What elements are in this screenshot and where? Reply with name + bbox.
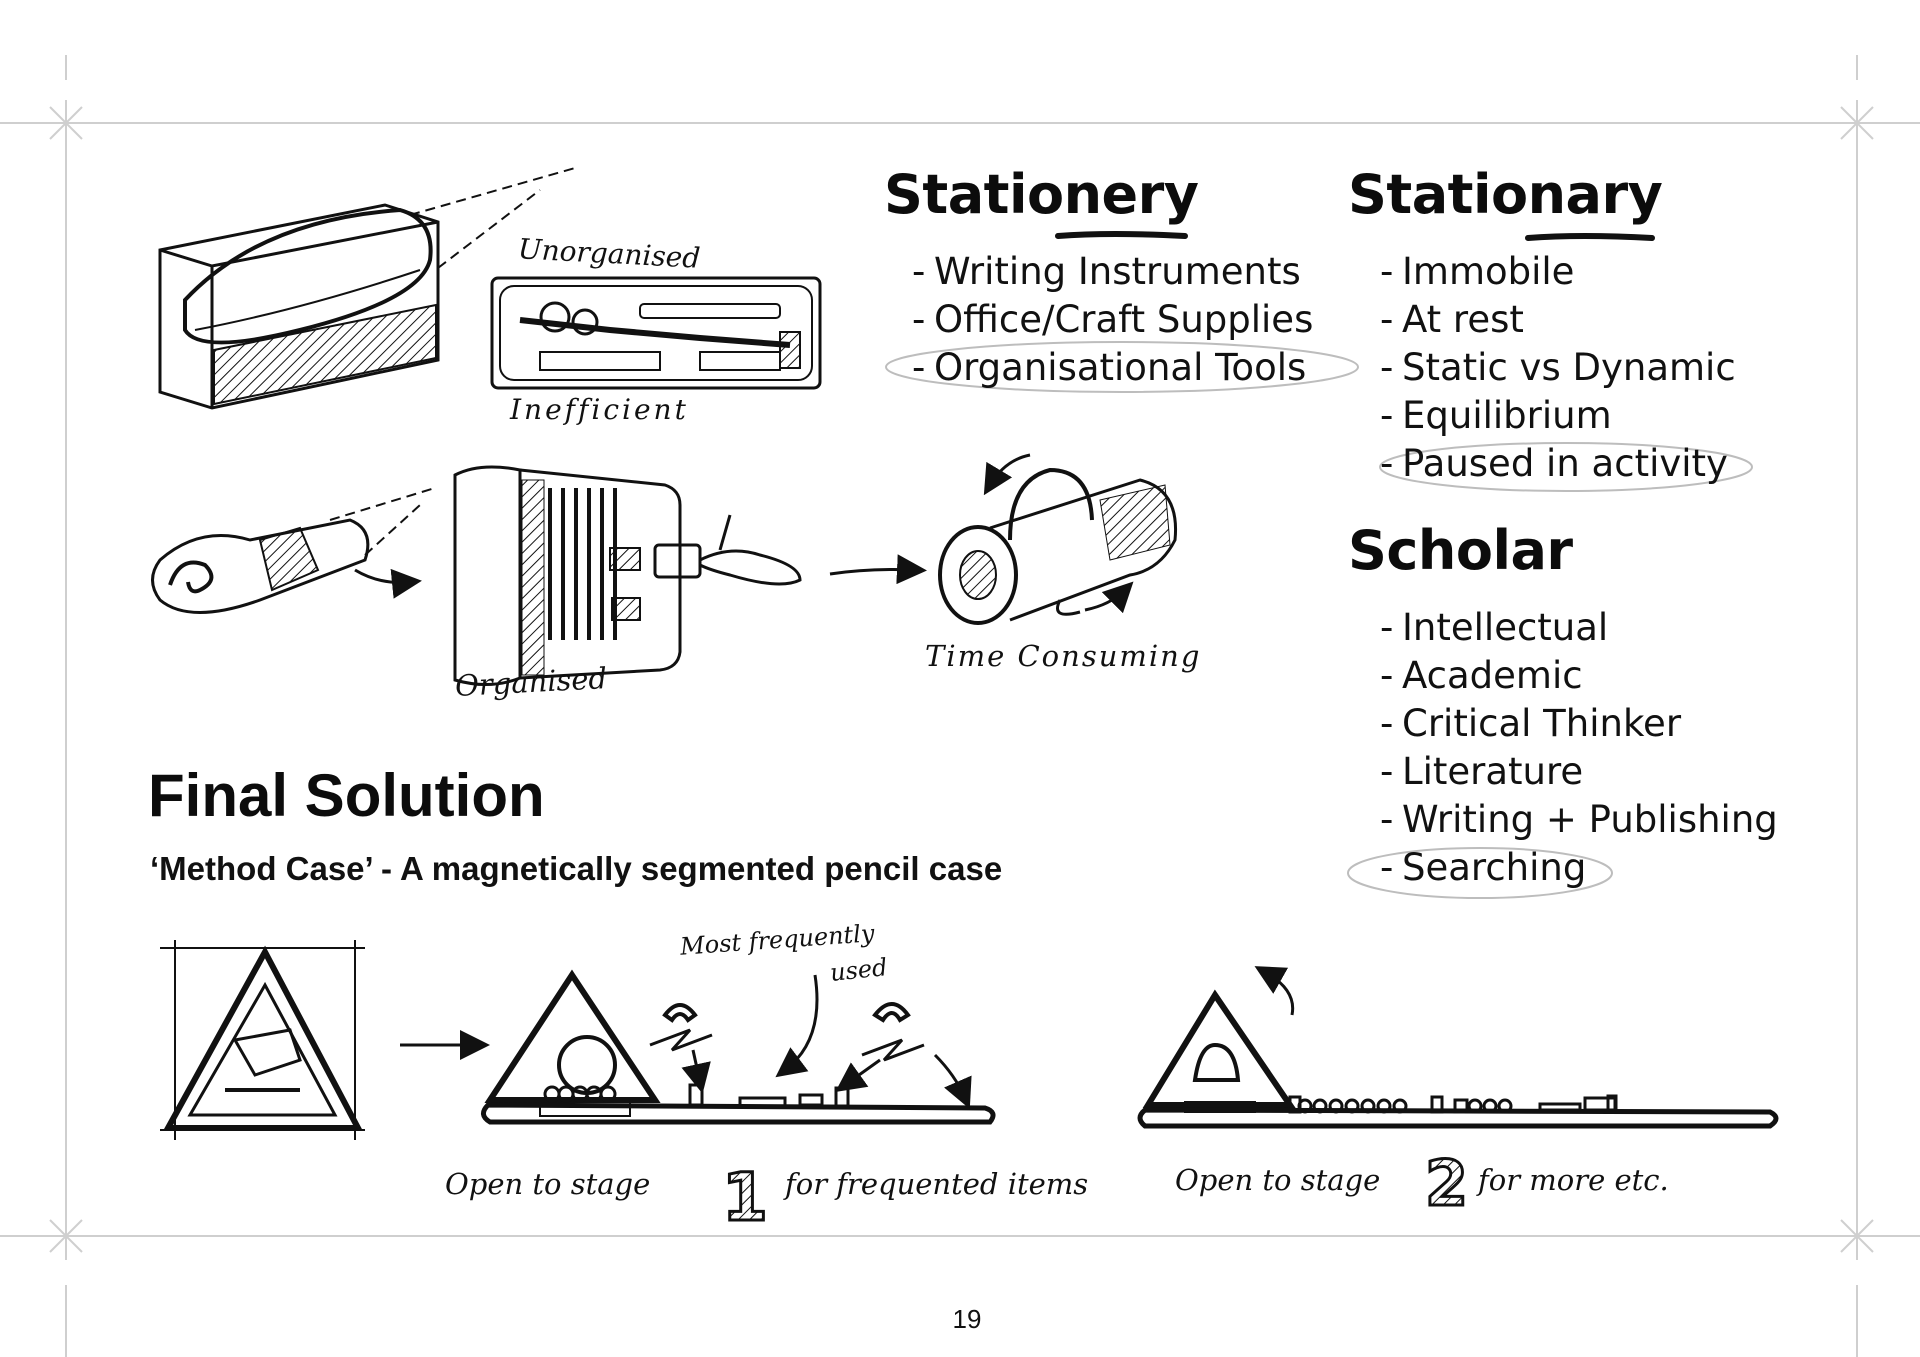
label-inefficient: Inefficient — [510, 393, 689, 426]
item-drop-arrow-1 — [681, 1049, 711, 1094]
list-item: -Searching — [1380, 846, 1587, 889]
list-item: -Writing Instruments — [912, 250, 1301, 293]
stationery-underline — [1055, 231, 1188, 239]
highlight-paused-in-activity — [1379, 442, 1753, 492]
registration-mark-top-left — [49, 106, 83, 140]
label-stage-2-suffix: for more etc. — [1478, 1163, 1669, 1197]
list-item: -Critical Thinker — [1380, 702, 1682, 745]
stationery-heading: Stationery — [884, 163, 1199, 226]
highlight-searching — [1347, 847, 1613, 899]
unorganised-tray-sketch — [490, 276, 822, 390]
list-item: -Office/Craft Supplies — [912, 298, 1314, 341]
scholar-list: -Intellectual -Academic -Critical Thinke… — [1380, 604, 1778, 892]
label-stage-2-prefix: Open to stage — [1175, 1163, 1381, 1197]
final-solution-title: Final Solution — [148, 762, 545, 829]
highlight-organisational-tools — [885, 341, 1359, 393]
arrow-to-cylinder — [829, 554, 927, 585]
stationary-heading: Stationary — [1348, 163, 1663, 226]
registration-mark-bottom-left — [49, 1219, 83, 1253]
registration-mark-top-right — [1840, 106, 1874, 140]
list-item: -Immobile — [1380, 250, 1575, 293]
item-drop-arrow-2 — [835, 1058, 881, 1092]
final-solution-subtitle: ‘Method Case’ - A magnetically segmented… — [150, 850, 1003, 887]
list-item: -Intellectual — [1380, 606, 1609, 649]
cylinder-case-sketch — [938, 467, 1178, 625]
label-stage-1-prefix: Open to stage — [445, 1167, 651, 1201]
rolled-case-sketch — [151, 487, 436, 614]
item-drop-arrow-3 — [933, 1053, 972, 1110]
rotate-arrow-top — [983, 453, 1031, 496]
stationery-list: -Writing Instruments -Office/Craft Suppl… — [912, 248, 1313, 392]
list-item: -Paused in activity — [1380, 442, 1728, 485]
list-item: -Writing + Publishing — [1380, 798, 1778, 841]
stage-1-numeral: 1 — [722, 1159, 768, 1236]
label-time-consuming: Time Consuming — [925, 639, 1202, 673]
label-stage-1-suffix: for frequented items — [785, 1167, 1089, 1201]
stationary-underline — [1525, 233, 1655, 241]
list-item: -Academic — [1380, 654, 1583, 697]
lift-arrow — [1254, 966, 1295, 1016]
page-number: 19 — [952, 1304, 982, 1334]
stage-2-numeral: 2 — [1425, 1147, 1468, 1220]
list-item: -Literature — [1380, 750, 1584, 793]
organised-case-sketch — [453, 465, 802, 687]
crop-marks — [0, 55, 1920, 1357]
arrow-to-organised — [354, 568, 422, 599]
pencil-case-box-sketch — [158, 167, 576, 410]
list-item: -Equilibrium — [1380, 394, 1612, 437]
list-item: -Static vs Dynamic — [1380, 346, 1736, 389]
triangle-case-stage-2-sketch — [1137, 989, 1779, 1129]
triangle-case-closed-sketch — [160, 940, 365, 1140]
label-organised: Organised — [454, 661, 608, 703]
most-frequently-arrow — [775, 974, 819, 1078]
triangle-case-stage-1-sketch — [481, 969, 996, 1125]
stationary-list: -Immobile -At rest -Static vs Dynamic -E… — [1380, 248, 1736, 488]
scholar-heading: Scholar — [1348, 519, 1573, 582]
list-item: -Organisational Tools — [912, 346, 1307, 389]
rotate-arrow-bottom — [1084, 581, 1134, 614]
list-item: -At rest — [1380, 298, 1524, 341]
label-used: used — [828, 953, 889, 987]
registration-mark-bottom-right — [1840, 1219, 1874, 1253]
